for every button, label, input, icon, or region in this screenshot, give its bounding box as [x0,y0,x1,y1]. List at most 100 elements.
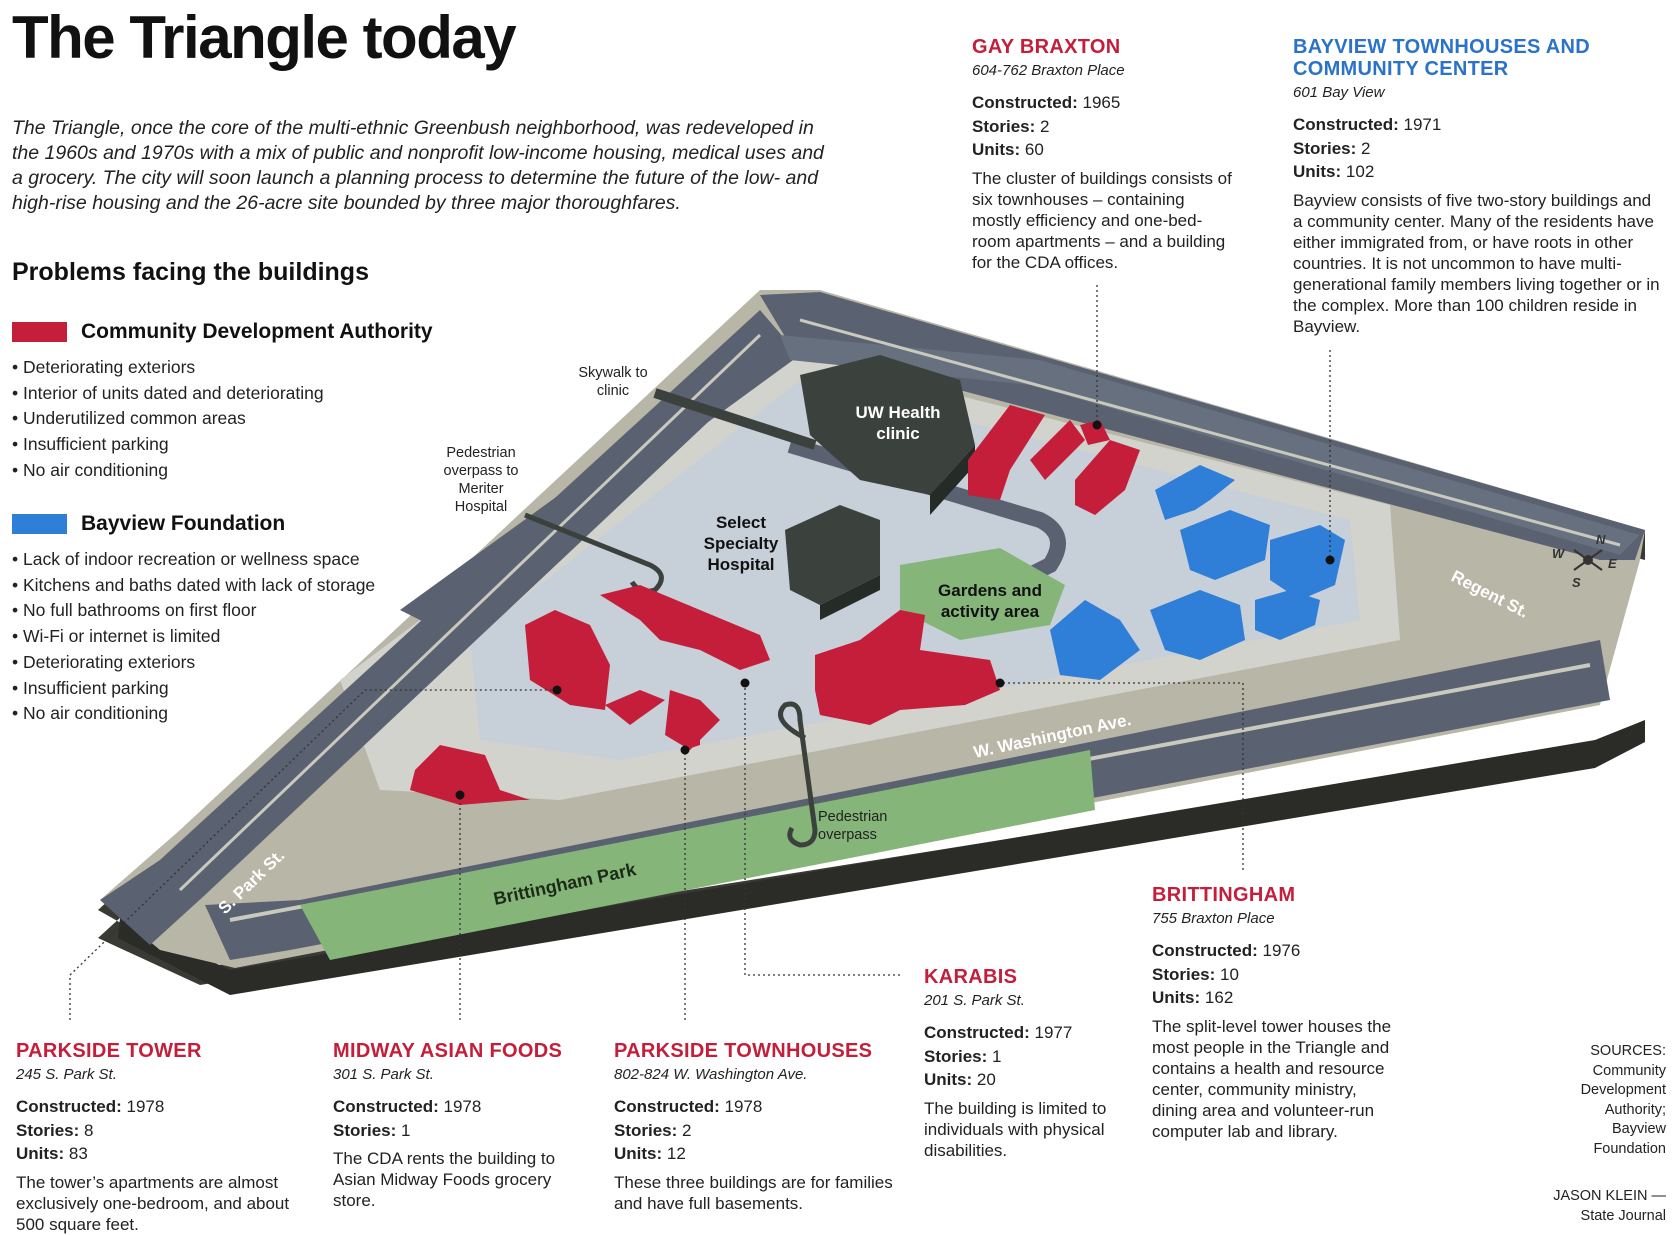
list-item: Insufficient parking [12,676,375,702]
legend-swatch-cda [12,322,67,342]
info-karabis: KARABIS 201 S. Park St. Constructed: 197… [924,966,1119,1161]
building-name: GAY BRAXTON [972,36,1121,58]
parkside-townhouses [665,690,720,750]
brittingham-tower [815,610,1000,725]
legend-label-cda: Community Development Authority [81,320,433,343]
building-address: 802-824 W. Washington Ave. [614,1066,808,1083]
building-address: 604-762 Braxton Place [972,62,1125,79]
building-description: The CDA rents the building to Asian Midw… [333,1149,556,1210]
list-item: Wi-Fi or internet is limited [12,624,375,650]
pedestrian-overpass [778,701,818,848]
legend-swatch-bayview [12,514,67,534]
parkside-townhouses [600,585,770,670]
brittingham-park-area [300,750,1095,960]
page-title: The Triangle today [12,4,517,71]
building-description: These three buildings are for families a… [614,1172,893,1213]
list-item: Underutilized common areas [12,406,324,432]
leader-dot [995,678,1005,688]
building-address: 245 S. Park St. [16,1066,117,1083]
list-item: Deteriorating exteriors [12,355,324,381]
cda-buildings [410,405,1140,805]
building-description: The tower’s apartments are almost exclus… [16,1172,290,1234]
label-skywalk: Skywalk to clinic [578,365,648,399]
bayview-building [1155,465,1235,520]
stat-stories: Stories: 2 [614,1120,692,1140]
select-specialty-hospital [785,505,880,605]
legend-bayview: Bayview Foundation [12,512,285,536]
skywalk [653,388,817,450]
compass-icon: N S E W [1552,532,1617,590]
list-item: Deteriorating exteriors [12,650,375,676]
bayview-building [1050,600,1140,680]
stat-units: Units: 83 [16,1144,88,1163]
list-item: No air conditioning [12,701,375,727]
stat-constructed: Constructed: 1976 [1152,941,1301,960]
info-gay-braxton: GAY BRAXTON 604-762 Braxton Place Constr… [972,36,1237,273]
building-name: BRITTINGHAM [1152,884,1296,906]
building-address: 301 S. Park St. [333,1066,434,1083]
karabis [680,725,700,750]
stat-stories: Stories: 8 [16,1120,94,1140]
label-select-specialty-hospital: Select Specialty Hospital [703,513,779,574]
stat-stories: Stories: 2 [972,116,1050,136]
stat-constructed: Constructed: 1971 [1293,115,1442,134]
uw-health-clinic [800,355,975,495]
bayview-issues-list: Lack of indoor recreation or wellness sp… [12,547,375,727]
label-uw-health-clinic: UW Health clinic [855,403,941,443]
legend-label-bayview: Bayview Foundation [81,512,286,535]
building-description: The split-level tower houses the most pe… [1152,1016,1392,1141]
list-item: Interior of units dated and deterioratin… [12,381,324,407]
bayview-buildings [1050,465,1345,680]
stat-constructed: Constructed: 1978 [614,1097,763,1116]
building-description: Bayview consists of five two-story build… [1293,190,1660,336]
leader-parkside-tower [69,689,557,1020]
compass-w: W [1552,546,1566,561]
building-address: 601 Bay View [1293,84,1385,101]
list-item: Lack of indoor recreation or wellness sp… [12,547,375,573]
building-name: KARABIS [924,966,1018,988]
info-bayview: BAYVIEW TOWNHOUSES AND COMMUNITY CENTER … [1293,36,1663,337]
label-pedestrian-overpass: Pedestrian overpass [818,809,888,843]
gay-braxton-cda-office [1080,420,1110,445]
stat-stories: Stories: 2 [1293,138,1371,158]
road-clinic-drive [787,437,1066,583]
stat-constructed: Constructed: 1978 [333,1097,482,1116]
stat-units: Units: 102 [1293,162,1375,181]
compass-e: E [1608,556,1617,571]
road-inner-top [780,335,1640,555]
stat-constructed: Constructed: 1978 [16,1097,165,1116]
list-item: No air conditioning [12,458,324,484]
building-name: BAYVIEW TOWNHOUSES AND [1293,36,1591,58]
info-parkside-tower: PARKSIDE TOWER 245 S. Park St. Construct… [16,1040,291,1235]
leader-dot [1092,420,1102,430]
building-address: 755 Braxton Place [1152,910,1275,927]
building-description: The building is limited to individuals w… [924,1098,1107,1160]
road-marking [178,333,762,892]
leader-dot [680,745,690,755]
stat-constructed: Constructed: 1977 [924,1023,1073,1042]
legend-cda: Community Development Authority [12,320,433,344]
leader-brittingham [1000,682,1244,870]
label-pedestrian-overpass-meriter: Pedestrian overpass to Meriter Hospital [443,445,519,515]
intro-text: The Triangle, once the core of the multi… [12,117,824,214]
parkside-tower [410,745,530,805]
problems-heading: Problems facing the buildings [12,258,369,286]
gay-braxton-building [1075,440,1140,515]
leader-dot [1325,555,1335,565]
stat-stories: Stories: 10 [1152,964,1239,984]
gay-braxton-building [968,405,1045,500]
stat-units: Units: 20 [924,1070,996,1089]
uw-health-clinic-side [930,445,975,515]
parkside-townhouses [605,690,665,725]
building-name: PARKSIDE TOWER [16,1040,202,1062]
leader-dot [455,790,465,800]
gay-braxton-building [1030,420,1085,480]
label-gardens: Gardens and activity area [938,581,1042,621]
leader-dots [455,420,1335,800]
cda-issues-list: Deteriorating exteriors Interior of unit… [12,355,324,484]
credit-note: JASON KLEIN — State Journal [1553,1188,1666,1224]
compass-n: N [1596,532,1606,547]
bayview-building [1150,590,1245,660]
list-item: Insufficient parking [12,432,324,458]
